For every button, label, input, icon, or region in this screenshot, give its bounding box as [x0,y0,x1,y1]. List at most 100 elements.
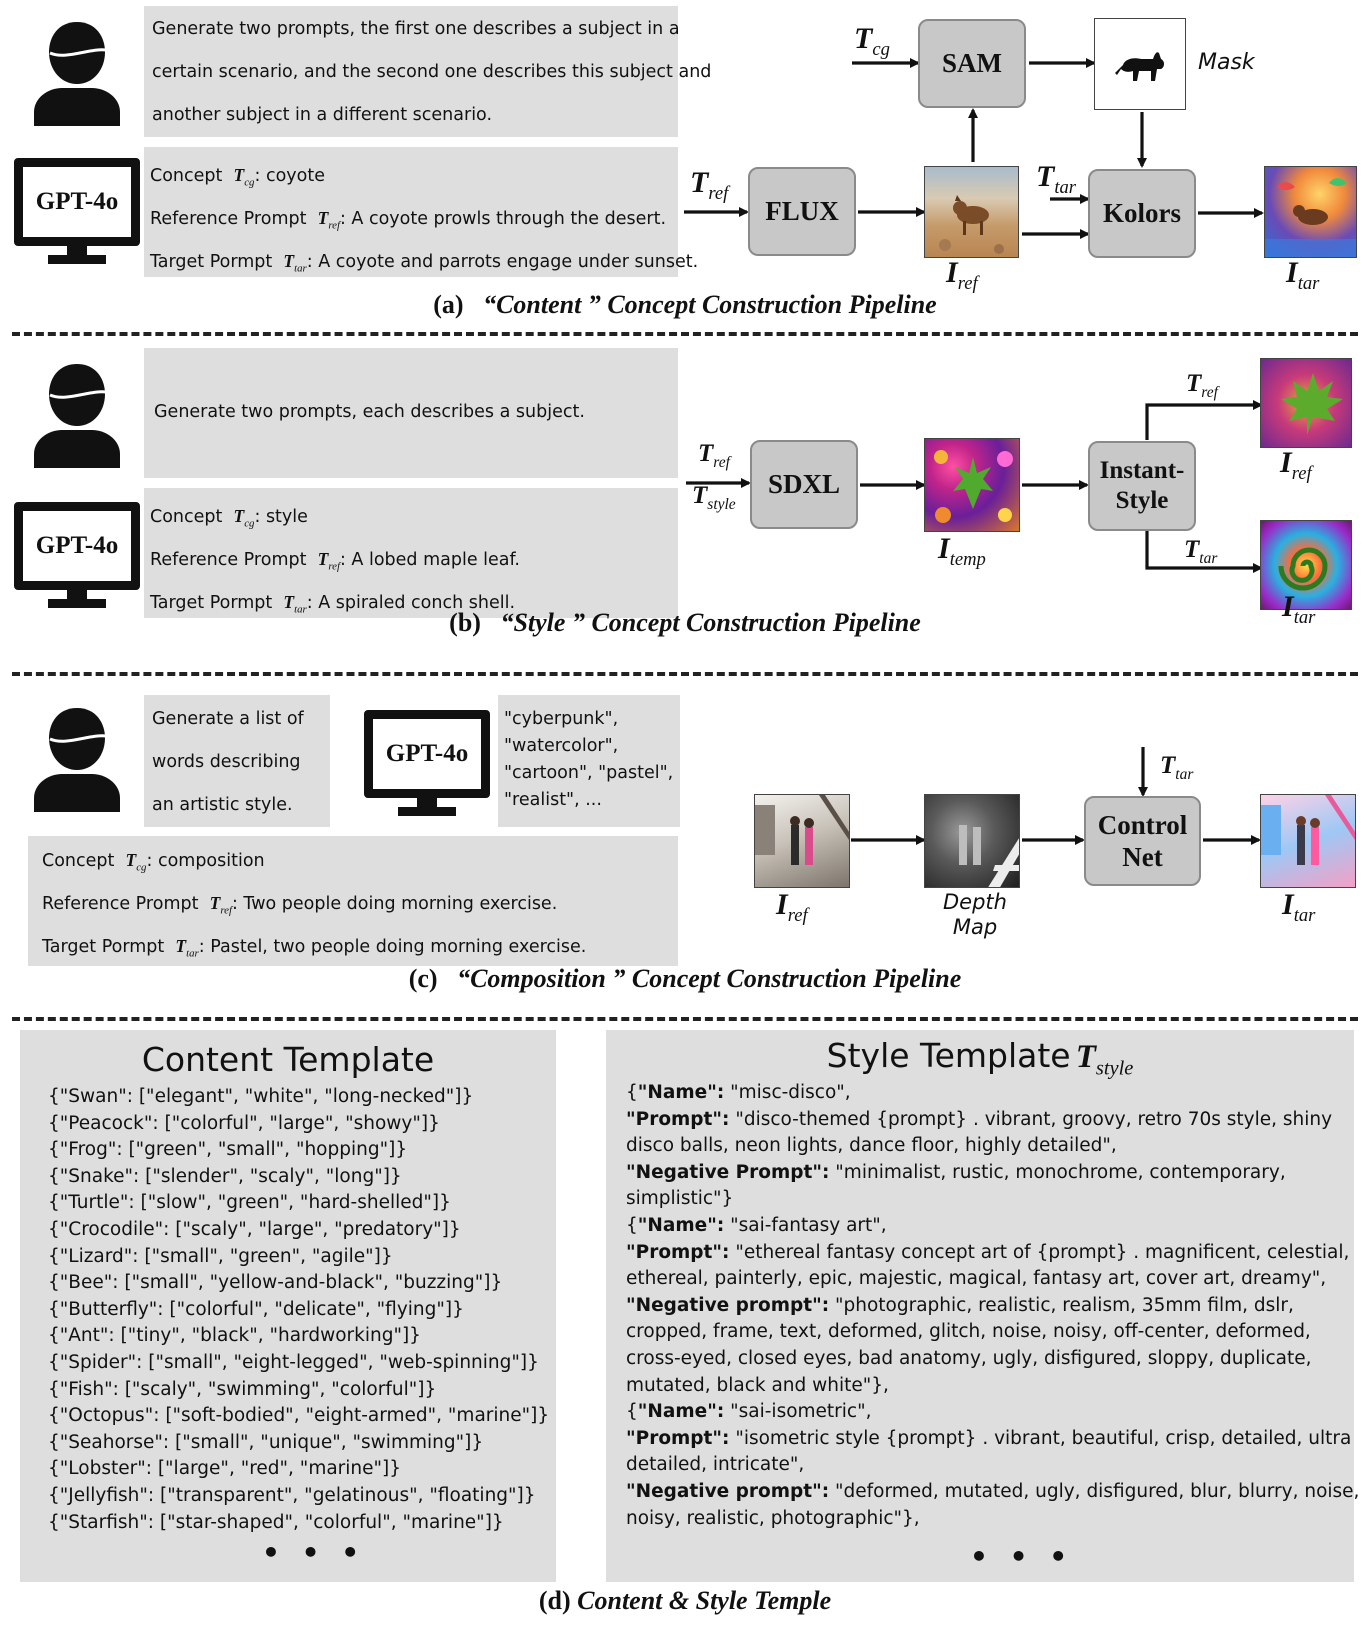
i-tar-image [1260,520,1352,610]
user-prompt-line: an artistic style. [152,795,293,815]
i-temp-image [924,438,1020,532]
user-prompt-line: Generate two prompts, the first one desc… [152,19,680,39]
style-template-line: "Prompt": "ethereal fantasy concept art … [626,1241,1350,1263]
i-temp-label: Itemp [938,532,986,570]
content-template-line: {"Ant": ["tiny", "black", "hardworking"]… [48,1325,421,1347]
divider [12,1017,1358,1021]
concept-line: Concept Tcg: coyote [150,165,325,189]
t-ref-label: Tref [1186,370,1218,401]
depth-map-image [924,794,1020,888]
target-prompt-line: Target Pormpt Ttar: Pastel, two people d… [42,936,587,960]
content-template-ellipsis: • • • [262,1536,366,1569]
user-prompt-box: Generate two prompts, the first one desc… [144,6,711,137]
concept-line: Concept Tcg: composition [42,850,265,874]
style-template-line: "Negative prompt": "deformed, mutated, u… [626,1481,1360,1502]
i-tar-label: Itar [1282,888,1316,926]
arrow-instant-itar [1145,531,1263,573]
content-template-line: {"Fish": ["scaly", "swimming", "colorful… [48,1378,437,1400]
divider [12,332,1358,336]
t-tar-label: Ttar [1184,536,1218,567]
target-prompt-line: Target Pormpt Ttar: A spiraled conch she… [150,592,516,616]
style-template-line: {"Name": "misc-disco", [626,1082,851,1103]
style-template-line: "Prompt": "disco-themed {prompt} . vibra… [626,1108,1333,1130]
caption-d: (d) Content & Style Temple [538,1586,832,1615]
panel-b: Generate two prompts, each describes a s… [0,340,1370,660]
concept-line: Concept Tcg: style [150,506,308,530]
content-template-line: {"Starfish": ["star-shaped", "colorful",… [48,1511,504,1533]
style-template-line: detailed, intricate", [626,1454,805,1476]
reference-prompt-line: Reference Prompt Tref: A coyote prowls t… [150,208,667,232]
style-template-line: disco balls, neon lights, dance floor, h… [626,1135,1117,1157]
i-ref-label: Iref [1280,446,1312,484]
i-ref-image [754,794,850,888]
style-template-line: {"Name": "sai-isometric", [626,1401,872,1423]
content-template-line: {"Lizard": ["small", "green", "agile"]} [48,1245,393,1267]
user-icon [34,22,120,126]
gpt-label: GPT-4o [35,188,119,215]
user-prompt-line: another subject in a different scenario. [152,105,493,125]
style-template-line: mutated, black and white"}, [626,1374,889,1396]
style-template-box: Style Template Tstyle {"Name": "misc-dis… [606,1030,1359,1582]
content-template-title: Content Template [141,1040,435,1079]
reference-prompt-line: Reference Prompt Tref: Two people doing … [42,893,558,917]
style-template-line: "Prompt": "isometric style {prompt} . vi… [626,1427,1352,1449]
content-template-line: {"Spider": ["small", "eight-legged", "we… [48,1352,539,1373]
content-template-line: {"Butterfly": ["colorful", "delicate", "… [48,1298,464,1320]
gpt-monitor: GPT-4o [14,502,140,610]
user-prompt-box: Generate a list of words describing an a… [144,695,330,827]
concept-box: Concept Tcg: coyote Reference Prompt Tre… [144,147,698,277]
content-template-line: {"Swan": ["elegant", "white", "long-neck… [48,1086,474,1107]
user-prompt-line: words describing [152,752,301,772]
arrow-instant-iref [1145,400,1263,440]
instant-style-box: Instant-Style [1088,441,1196,531]
content-template-line: {"Peacock": ["colorful", "large", "showy… [48,1112,440,1134]
content-template-box: Content Template {"Swan": ["elegant", "w… [20,1030,556,1582]
i-ref-image [924,166,1019,258]
user-prompt-line: certain scenario, and the second one des… [152,62,712,82]
t-tar-label: Ttar [1160,752,1194,783]
style-template-line: ethereal, painterly, epic, majestic, mag… [626,1268,1327,1290]
style-template-line: cross-eyed, closed eyes, bad anatomy, ug… [626,1348,1312,1369]
divider [12,672,1358,676]
content-template-line: {"Frog": ["green", "small", "hopping"]} [48,1139,408,1161]
flux-box: FLUX [748,167,856,256]
t-tar-label: Ttar [1036,160,1077,198]
t-cg-label: Tcg [854,22,890,60]
caption-a: (a) “Content ” Concept Construction Pipe… [433,290,937,319]
gpt-output-line: "watercolor", [504,736,619,756]
gpt-output-line: "cartoon", "pastel", [504,763,674,783]
content-template-line: {"Jellyfish": ["transparent", "gelatinou… [48,1485,536,1506]
concept-box: Concept Tcg: style Reference Prompt Tref… [144,488,678,618]
panel-a: Generate two prompts, the first one desc… [0,0,1370,330]
t-ref-label: Tref [690,166,729,204]
i-tar-label: Itar [1286,256,1320,294]
gpt-label: GPT-4o [385,740,469,767]
user-icon [34,708,120,812]
sam-box: SAM [918,19,1026,108]
style-template-line: noisy, realistic, photographic"}, [626,1507,920,1529]
coyote-silhouette-icon [1115,52,1164,81]
t-style-label: Tstyle [692,482,736,513]
i-ref-label: Iref [946,256,978,294]
user-prompt-line: Generate two prompts, each describes a s… [154,402,585,422]
content-template-line: {"Turtle": ["slow", "green", "hard-shell… [48,1192,451,1214]
content-template-line: {"Bee": ["small", "yellow-and-black", "b… [48,1272,503,1294]
gpt-monitor: GPT-4o [14,158,140,266]
sdxl-box: SDXL [750,440,858,529]
style-template-line: simplistic"} [626,1188,734,1210]
style-template-line: cropped, frame, text, deformed, glitch, … [626,1321,1311,1343]
i-tar-image [1264,166,1357,258]
gpt-monitor: GPT-4o [364,710,490,818]
user-prompt-box: Generate two prompts, each describes a s… [144,348,678,478]
gpt-label: GPT-4o [35,532,119,559]
style-template-line: {"Name": "sai-fantasy art", [626,1215,887,1236]
kolors-box: Kolors [1088,169,1196,258]
caption-b: (b) “Style ” Concept Construction Pipeli… [449,608,921,637]
reference-prompt-line: Reference Prompt Tref: A lobed maple lea… [150,549,520,573]
i-ref-image [1260,358,1352,448]
style-template-ellipsis: • • • [970,1540,1074,1573]
concept-box: Concept Tcg: composition Reference Promp… [28,836,678,966]
